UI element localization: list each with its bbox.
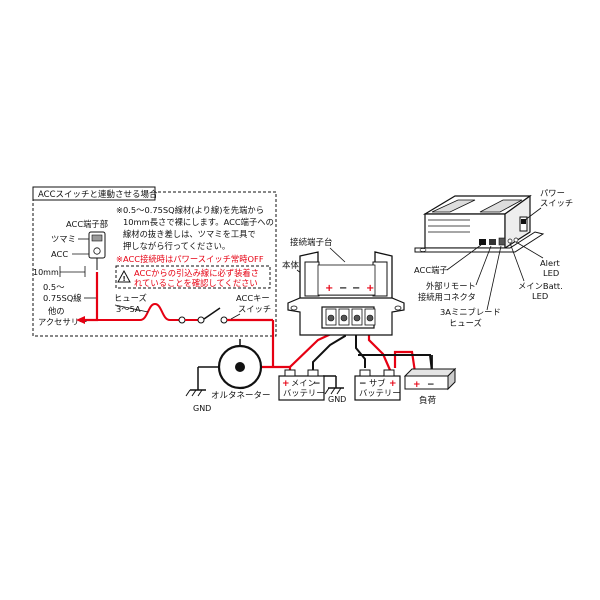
terminal-sign-2: −	[339, 283, 347, 294]
remote-line1: 外部リモート	[426, 281, 476, 291]
main-battery-line1: メイン	[291, 378, 316, 388]
wire-spec-line2: 0.75SQ線	[43, 293, 82, 303]
remote-line2: 接続用コネクタ	[418, 292, 476, 302]
acc-key-line1: ACCキー	[236, 293, 270, 303]
knob-label: ツマミ	[51, 234, 76, 244]
terminal-sign-1: +	[325, 283, 333, 294]
load-label: 負荷	[419, 395, 437, 406]
fuse-line2: ヒューズ	[449, 318, 482, 328]
device-acc-terminal: ACC端子	[414, 265, 448, 275]
acc-note-line2: 10mm長さで裸にします。ACC端子への	[123, 217, 274, 227]
load-box	[403, 368, 457, 377]
acc-terminal-icon	[479, 239, 486, 245]
acc-terminal-label: ACC端子部	[66, 219, 108, 229]
acc-connector-icon	[88, 231, 106, 270]
acc-section: ACCスイッチと連動させる場合 ※0.5～0.75SQ線材(より線)を先端から …	[32, 186, 277, 337]
body-label: 本体	[282, 260, 300, 271]
acc-note-line3: 線材の抜き差しは、ツマミを工具で	[123, 229, 256, 239]
acc-key-line2: スイッチ	[238, 304, 271, 314]
sub-battery-plus: +	[389, 379, 397, 389]
load: + − 負荷	[403, 367, 457, 406]
terminal-sign-3: −	[352, 283, 360, 294]
gnd-symbol-2: GND	[324, 387, 346, 404]
key-switch-contact-b	[197, 316, 205, 324]
power-switch-line2: スイッチ	[540, 198, 573, 208]
sub-battery-line2: バッテリー	[359, 388, 401, 398]
svg-text:!: !	[123, 275, 126, 283]
warning-icon: !	[117, 269, 131, 283]
main-batt-led-line1: メインBatt.	[518, 281, 563, 291]
main-battery-body	[278, 375, 325, 401]
acc-note-line1: ※0.5～0.75SQ線材(より線)を先端から	[116, 205, 264, 215]
gnd2-label: GND	[328, 395, 346, 404]
main-batt-led-line2: LED	[532, 291, 548, 301]
other-line1: 他の	[48, 306, 65, 316]
main-batt-led-icon	[507, 238, 513, 244]
fuse-label-line1: ヒューズ	[114, 293, 147, 303]
sub-battery-body	[354, 375, 401, 401]
main-battery-minus: −	[313, 379, 321, 389]
terminal-sign-4: +	[366, 283, 374, 294]
acc-box-title: ACCスイッチと連動させる場合	[38, 189, 158, 200]
gnd1-label: GND	[193, 404, 211, 413]
load-plus-wire	[393, 350, 417, 373]
main-battery: + − メイン バッテリー	[278, 369, 325, 401]
fuse-label-line2: 3～5A	[116, 304, 141, 314]
warning-line2: れていることを確認してください	[134, 278, 258, 288]
sub-battery: − + サブ バッテリー	[354, 369, 401, 401]
load-plus: +	[413, 380, 421, 390]
alternator-label: オルタネーター	[211, 391, 271, 401]
acc-box-title-frame	[32, 186, 156, 201]
warning-line1: ACCからの引込み線に必ず装着さ	[134, 268, 259, 278]
sub-battery-line1: サブ	[369, 378, 386, 388]
other-line2: アクセサリー	[38, 317, 87, 327]
key-switch-lever	[203, 307, 221, 320]
alert-led-line2: LED	[543, 268, 559, 278]
acc-red-note: ※ACC接続時はパワースイッチ常時OFF	[116, 254, 264, 264]
acc-arrow	[76, 316, 85, 324]
acc-fuse-wire	[97, 302, 180, 321]
acc-wire-red	[84, 272, 99, 322]
sub-battery-minus: −	[359, 379, 367, 389]
length-label: 10mm	[33, 268, 59, 277]
alternator: オルタネーター GND	[185, 339, 271, 413]
power-switch-line1: パワー	[540, 188, 565, 198]
fuse-icon	[498, 237, 506, 246]
key-switch-contact-a	[178, 316, 186, 324]
acc-note-line4: 押しながら行ってください。	[123, 241, 230, 251]
warning-box	[115, 265, 271, 289]
main-battery-line2: バッテリー	[283, 388, 325, 398]
wire-spec-line1: 0.5～	[43, 282, 65, 292]
alert-led-line1: Alert	[540, 258, 560, 268]
terminal-block-label: 接続端子台	[290, 237, 333, 248]
acc-label: ACC	[51, 249, 68, 259]
main-unit-front: 接続端子台 本体 + − − +	[282, 237, 405, 336]
device-illustration: パワー スイッチ Alert LED メインBatt. LED ACC端子 外部…	[414, 188, 573, 328]
main-battery-plus: +	[282, 379, 290, 389]
fuse-line1: 3Aミニブレード	[440, 307, 501, 317]
alert-led-icon	[513, 237, 519, 243]
load-minus: −	[427, 380, 435, 390]
remote-connector-icon	[489, 239, 496, 245]
